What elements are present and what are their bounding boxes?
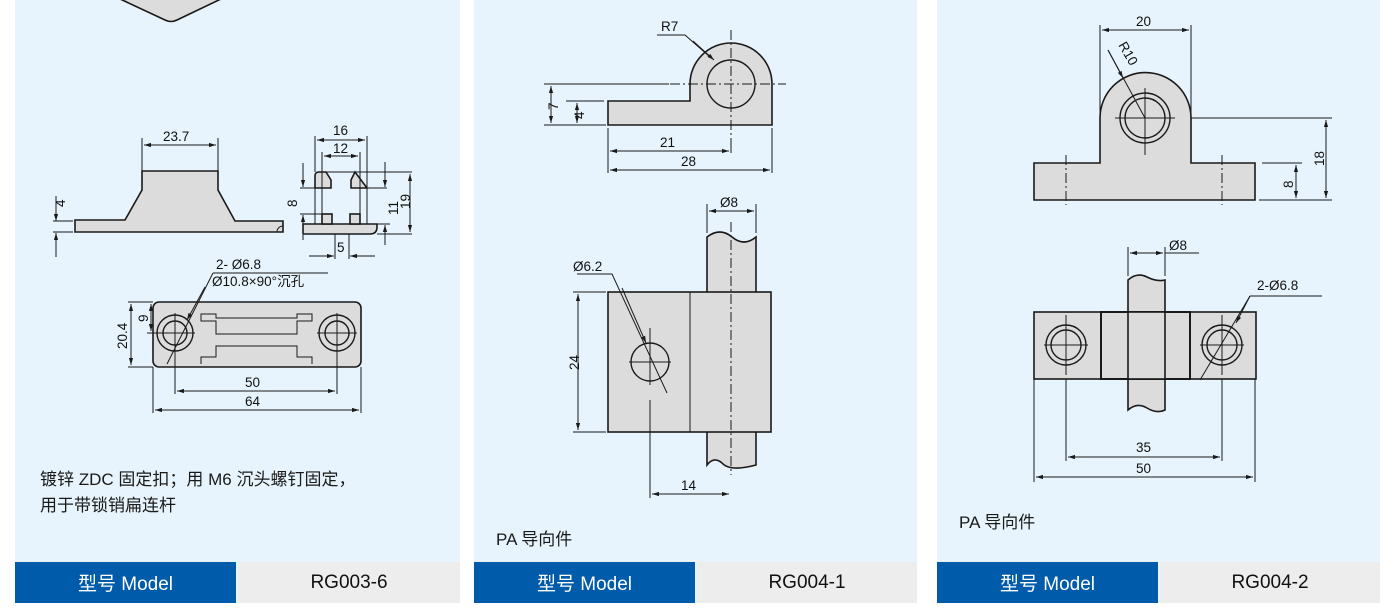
dim-center-offset: 21 <box>660 135 675 150</box>
description-line: PA 导向件 <box>959 513 1036 532</box>
product-description: PA 导向件 <box>959 510 1035 536</box>
technical-drawing-rg004-1: 7 4 R7 21 28 Ø6.2 Ø8 24 14 <box>544 19 786 498</box>
model-label: 型号 Model <box>474 562 695 603</box>
dim-rod-diameter: Ø8 <box>1169 238 1187 253</box>
dim-hole-spacing: 35 <box>1136 440 1151 455</box>
dim-overall-length: 28 <box>681 154 696 169</box>
dim-overall-length: 50 <box>1136 461 1151 476</box>
dim-side-height-inner: 11 <box>386 201 401 215</box>
dim-boss-width: 20 <box>1136 14 1151 29</box>
side-view <box>302 223 378 235</box>
technical-drawing-rg004-2: 20 R10 8 18 2-Ø6.8 Ø8 35 <box>1033 14 1332 482</box>
model-row: 型号 Model RG003-6 <box>15 562 460 603</box>
hole-spec-line2: Ø10.8×90°沉孔 <box>212 274 305 289</box>
product-description: PA 导向件 <box>496 527 572 553</box>
dim-height-total: 7 <box>546 102 561 110</box>
product-panel-rg004-1: 7 4 R7 21 28 Ø6.2 Ø8 24 14 <box>474 0 917 603</box>
description-line: 镀锌 ZDC 固定扣；用 M6 沉头螺钉固定， <box>40 470 356 489</box>
dim-center-height: 18 <box>1312 151 1327 166</box>
hole-spec-line1: 2- Ø6.8 <box>216 257 261 272</box>
dim-side-base-offset: 5 <box>337 240 345 255</box>
dim-flange-thickness: 4 <box>53 199 68 207</box>
dim-side-slot: 8 <box>285 199 300 207</box>
dim-side-height-total: 19 <box>398 194 413 209</box>
dim-base-height: 8 <box>1281 180 1296 188</box>
model-value: RG003-6 <box>238 562 460 603</box>
technical-drawing-rg003-6: 23.7 4 16 12 8 11 19 <box>53 0 413 413</box>
dim-hole-spacing: 50 <box>245 375 260 390</box>
dim-hole-diameter: Ø6.2 <box>573 259 602 274</box>
description-line: PA 导向件 <box>496 530 573 549</box>
partial-top-view <box>120 0 221 23</box>
model-label: 型号 Model <box>15 562 236 603</box>
product-description: 镀锌 ZDC 固定扣；用 M6 沉头螺钉固定， 用于带锁销扁连杆 <box>40 467 355 519</box>
dim-block-height: 24 <box>567 354 582 370</box>
dim-radius: R10 <box>1115 39 1140 68</box>
product-panel-rg003-6: 23.7 4 16 12 8 11 19 <box>15 0 460 603</box>
model-label: 型号 Model <box>937 562 1158 603</box>
model-value: RG004-2 <box>1160 562 1380 603</box>
dim-plan-height: 20.4 <box>115 322 130 349</box>
model-row: 型号 Model RG004-1 <box>474 562 917 603</box>
dim-side-inner-width: 12 <box>333 141 348 156</box>
product-panel-rg004-2: 20 R10 8 18 2-Ø6.8 Ø8 35 <box>937 0 1380 603</box>
dim-rod-diameter: Ø8 <box>720 195 738 210</box>
dim-top-width: 23.7 <box>163 129 189 144</box>
dim-radius: R7 <box>661 19 678 34</box>
dim-overall-length: 64 <box>245 394 261 409</box>
dim-plan-hole-offset: 9 <box>136 314 151 322</box>
description-line: 用于带锁销扁连杆 <box>40 496 176 515</box>
dim-hole-spec: 2-Ø6.8 <box>1257 278 1298 293</box>
dim-side-outer-width: 16 <box>333 123 348 138</box>
dim-height-base: 4 <box>572 111 587 119</box>
dim-hole-to-axis: 14 <box>681 478 697 493</box>
front-elevation <box>74 170 284 233</box>
model-value: RG004-1 <box>697 562 917 603</box>
model-row: 型号 Model RG004-2 <box>937 562 1380 603</box>
